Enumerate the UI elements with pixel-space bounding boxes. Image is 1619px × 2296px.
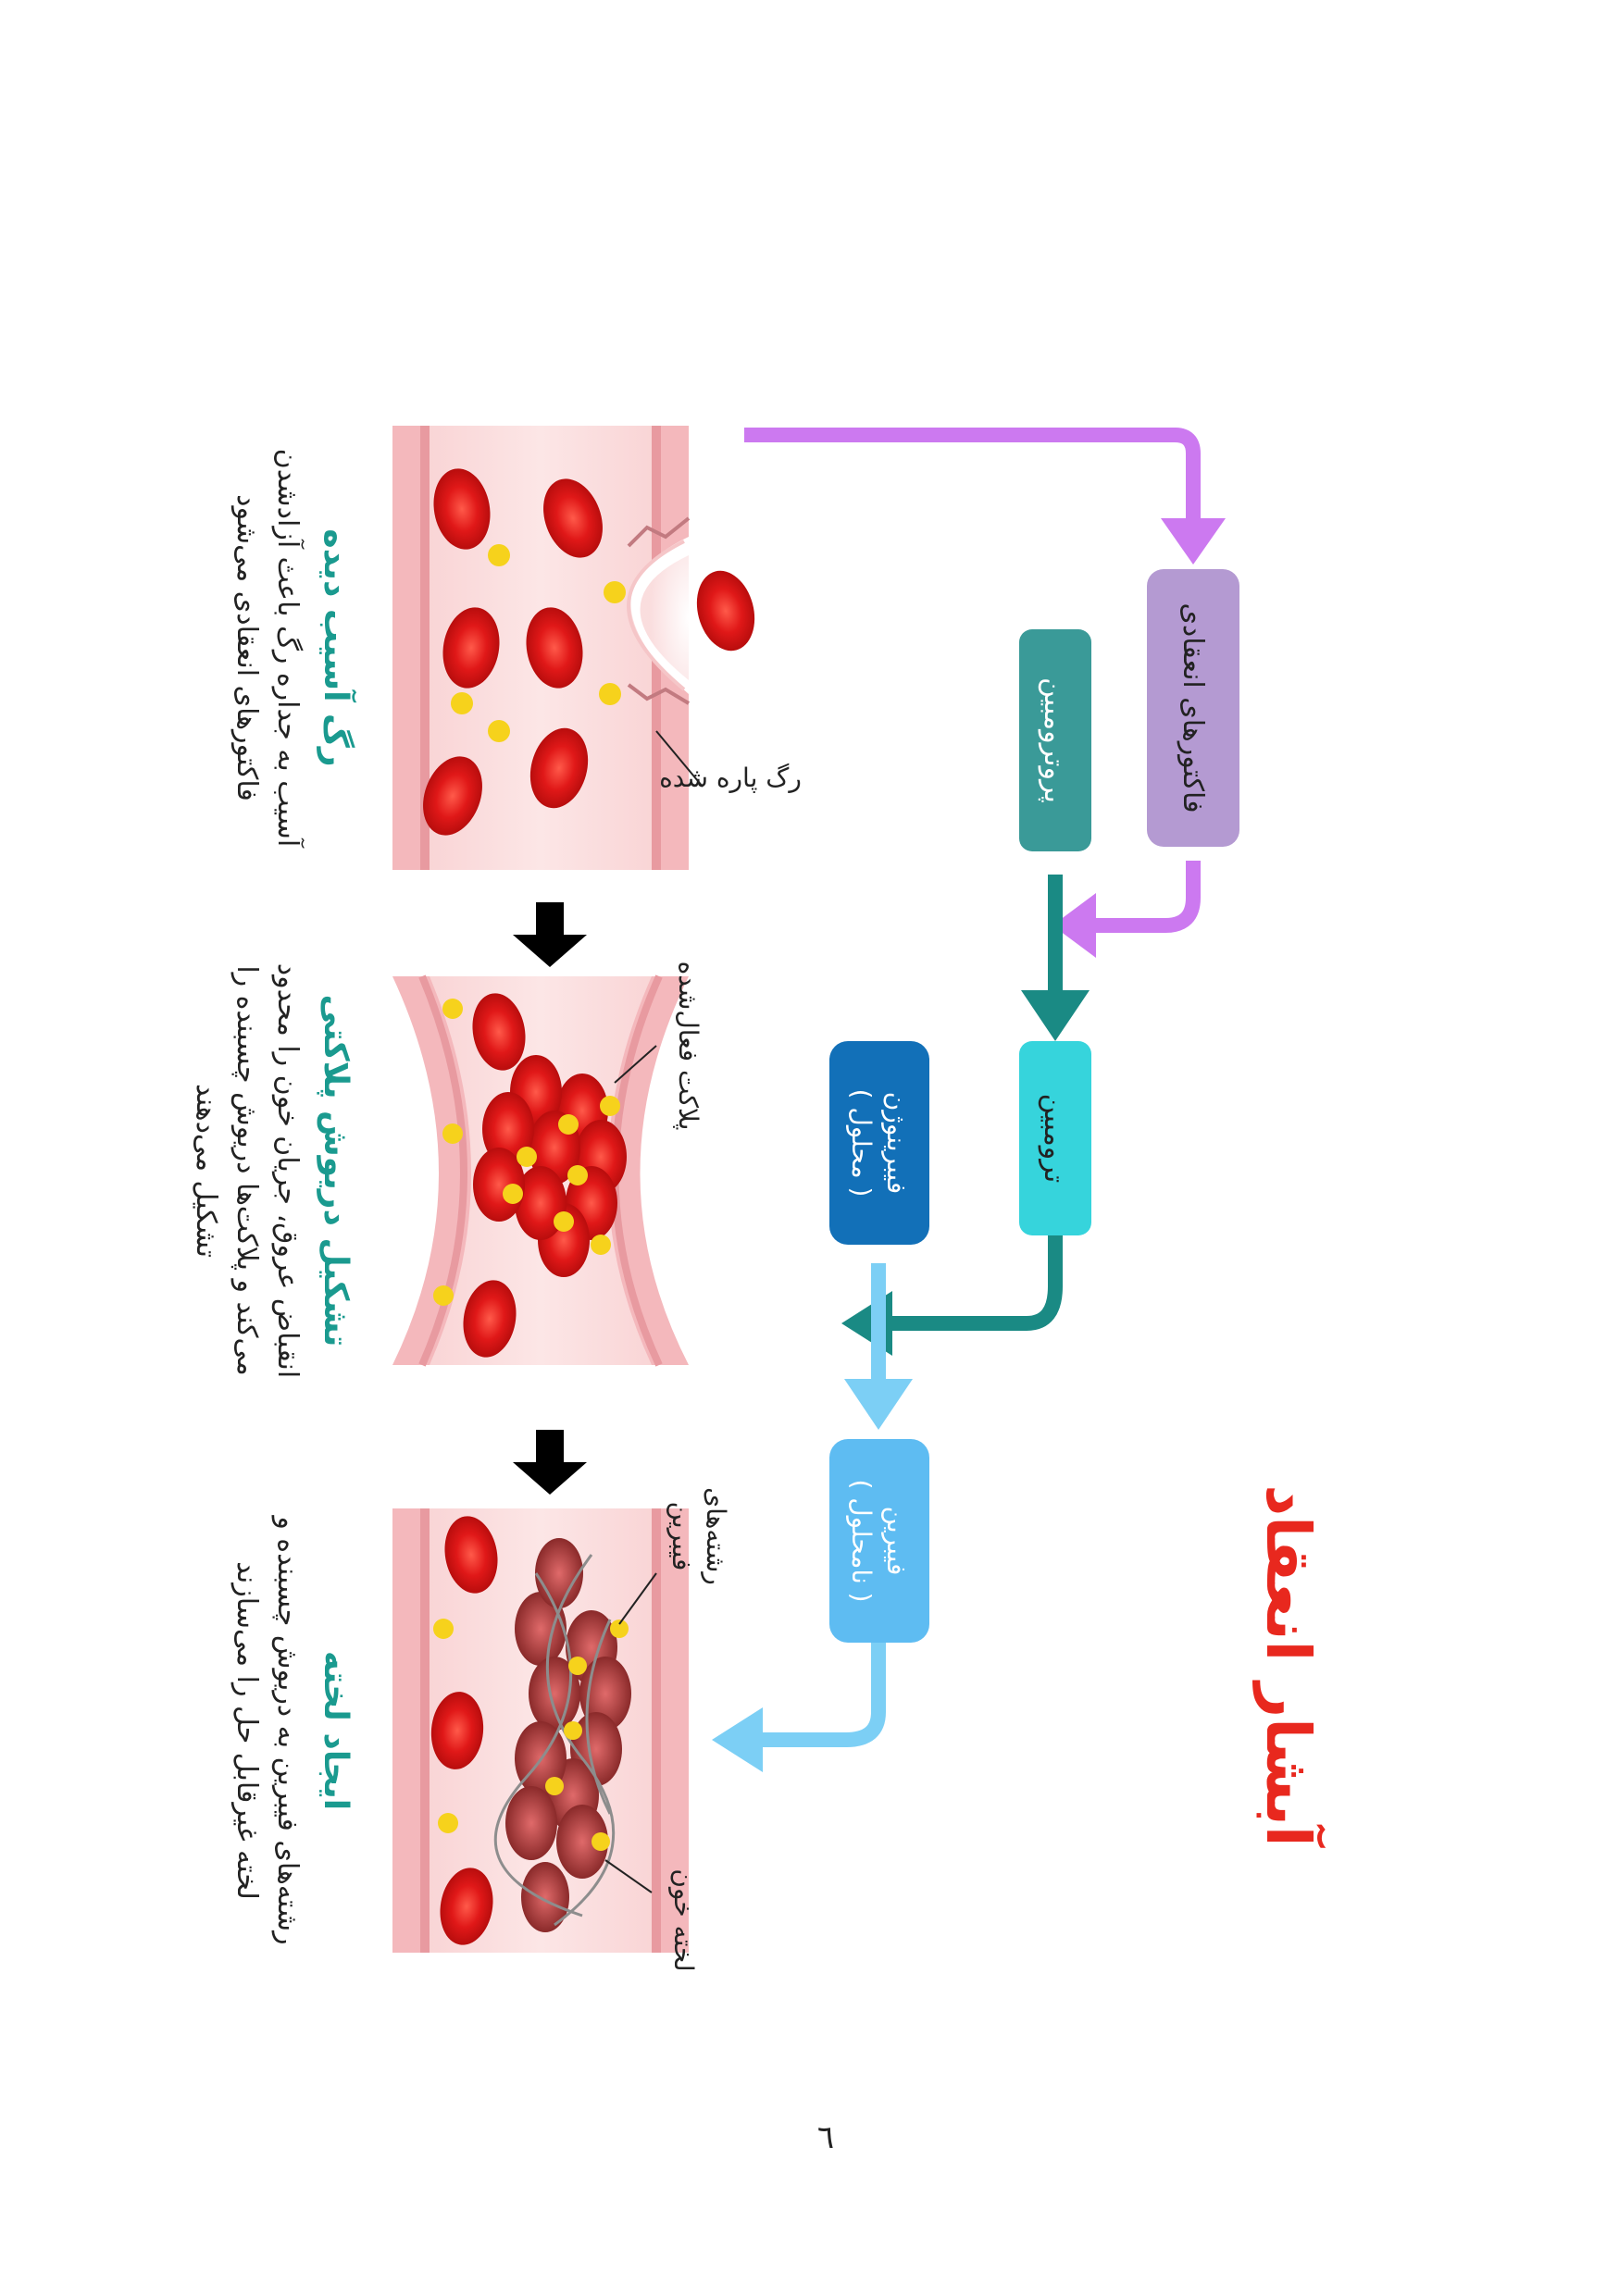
stage1-heading: رگ آسیب دیده	[317, 528, 357, 766]
page-title: آبشار انعقاد	[1252, 1484, 1326, 1848]
blue-arrow-2	[712, 1643, 886, 1772]
vessel-damaged	[392, 426, 755, 870]
stage2-label: پلاکت فعال‌شده	[673, 962, 704, 1131]
thrombin-label: ترومبین	[1038, 1094, 1070, 1183]
prothrombin-label: پروترومبین	[1038, 677, 1070, 803]
stage-arrow-1	[513, 902, 587, 967]
purple-arrow-top	[744, 428, 1226, 565]
stage2-heading: تشکیل دریوش پلاکتی	[317, 995, 355, 1347]
fibrin-box: فیبرین ( نامحلول )	[829, 1439, 929, 1643]
vessel-platelet-plug	[392, 974, 689, 1367]
fibrinogen-sub: ( محلول )	[846, 1089, 877, 1198]
stage1-label: رگ پاره شده	[659, 763, 802, 793]
vessel-clot	[392, 1508, 689, 1953]
page-number: ٦	[816, 2119, 835, 2156]
fibrin-label: فیبرین	[881, 1507, 912, 1576]
coag-factors-box: فاکتورهای انعقادی	[1147, 569, 1239, 847]
prothrombin-box: پروترومبین	[1019, 629, 1091, 851]
thrombin-box: ترومبین	[1019, 1041, 1091, 1235]
stage1-desc1: آسیب به جداره رگ باعث آزادشدن	[271, 449, 305, 849]
stage3-label-clot: لخته خون	[668, 1868, 699, 1971]
stage3-desc1: رشته‌های فیبرین به دریوش چسبنده و	[271, 1514, 304, 1944]
clot-cluster	[493, 1538, 631, 1932]
blue-arrow-1	[844, 1263, 913, 1430]
stage2-desc2: می‌کند و پلاکت‌ها دریوش چسبنده را	[230, 965, 263, 1375]
stage2-desc1: انقباض عروق، جریان خون را محدود	[271, 963, 304, 1378]
stage3-label-line2: فیبرین	[666, 1502, 697, 1571]
teal-arrow-1	[1021, 875, 1090, 1041]
stage3-heading: ایجاد لخته	[317, 1651, 355, 1810]
stage1-desc2: فاکتورهای انعقادی می‌شود	[230, 494, 263, 801]
purple-arrow-down	[1052, 861, 1201, 958]
fibrin-sub: ( نامحلول )	[846, 1479, 877, 1602]
stage3-desc2: لخته غیرقابل حل را می‌سازند	[230, 1561, 263, 1900]
coag-factors-label: فاکتورهای انعقادی	[1177, 602, 1209, 813]
stage3-label-line1: رشته‌های	[701, 1487, 731, 1585]
fibrinogen-box: فیبرینوژن ( محلول )	[829, 1041, 929, 1245]
stage2-desc3: تشکیل می‌دهند	[190, 1084, 222, 1258]
fibrinogen-label: فیبرینوژن	[881, 1092, 912, 1195]
stage-arrow-2	[513, 1430, 587, 1495]
platelet-plug-cluster	[473, 1055, 627, 1277]
